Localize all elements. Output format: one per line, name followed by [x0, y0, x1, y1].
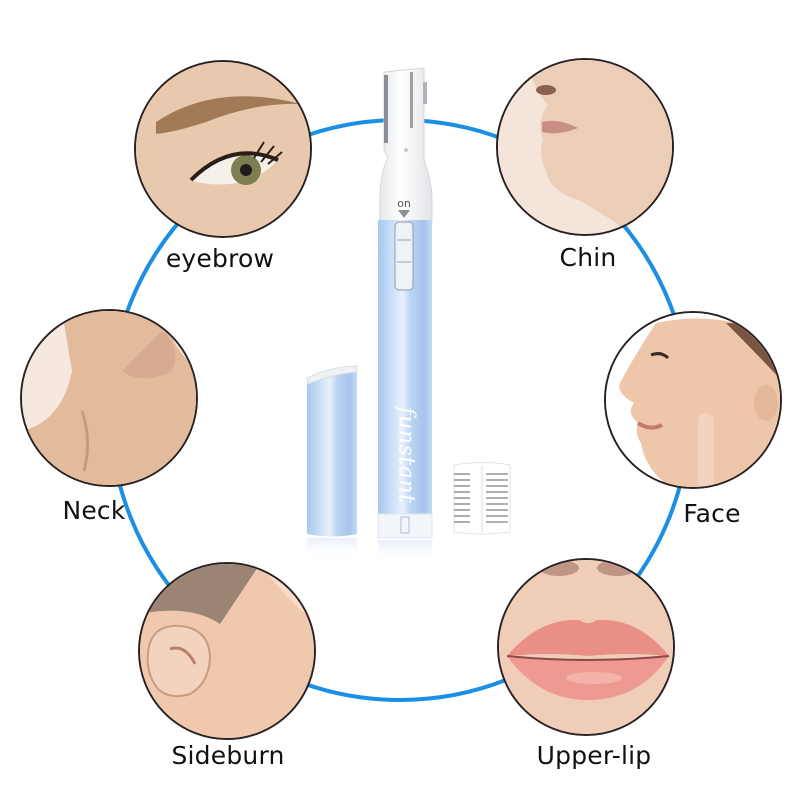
label-face: Face	[683, 499, 741, 528]
label-chin: Chin	[559, 243, 617, 272]
label-neck: Neck	[62, 496, 126, 525]
photo-neck	[20, 309, 198, 487]
brand-logo: funstant	[393, 406, 419, 504]
label-sideburn: Sideburn	[171, 741, 285, 770]
photo-chin	[496, 58, 674, 236]
label-eyebrow: eyebrow	[165, 244, 275, 273]
label-upper-lip: Upper-lip	[536, 741, 652, 770]
photo-face	[604, 311, 782, 489]
photo-eyebrow	[134, 60, 312, 238]
photo-sideburn	[138, 562, 316, 740]
photo-upper-lip	[497, 558, 675, 736]
power-switch-label: on	[397, 197, 411, 210]
